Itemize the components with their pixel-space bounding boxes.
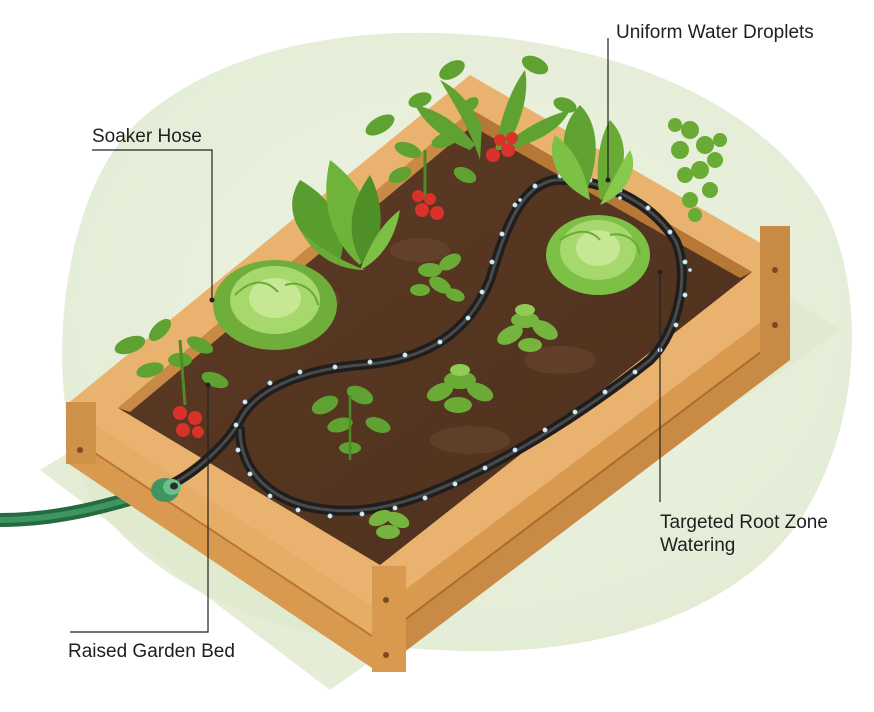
lettuce-icon [551,105,634,205]
hose-connector [151,478,181,502]
label-soaker-hose: Soaker Hose [92,126,202,147]
basil-icon [426,364,494,413]
lettuce-icon [292,160,400,270]
label-targeted-root-zone: Targeted Root Zone Watering [660,511,828,557]
lettuce-icon [546,215,650,295]
water-droplet-icon [233,173,692,519]
leader-dots [205,177,663,388]
tomato-plant-icon [408,55,577,162]
basil-icon [410,253,465,302]
basil-icon [497,304,558,352]
label-line-2: Watering [660,535,736,556]
seedling-icon [368,509,410,539]
label-uniform-water-droplets: Uniform Water Droplets [616,22,814,43]
label-line-1: Targeted Root Zone [660,512,828,533]
leader-lines [70,38,661,633]
herb-icon [668,118,727,222]
tomato-plant-icon [365,114,477,220]
label-raised-garden-bed: Raised Garden Bed [68,641,235,662]
tomato-plant-icon [114,318,229,438]
lettuce-icon [213,260,337,350]
seedling-icon [311,385,391,460]
